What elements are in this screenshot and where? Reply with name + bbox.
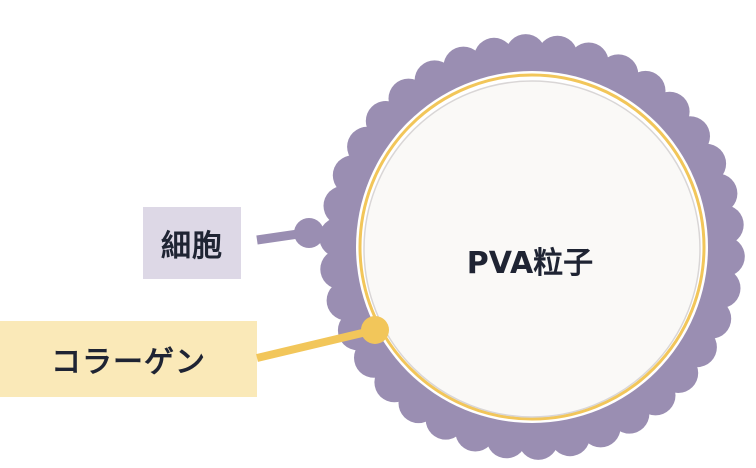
cell-label-background <box>143 207 241 279</box>
cell-label: 細胞 <box>161 229 223 264</box>
cell <box>550 416 590 457</box>
pva-particle <box>363 80 701 418</box>
cell <box>518 419 559 460</box>
cell <box>703 204 744 245</box>
collagen-layer <box>358 73 706 421</box>
cell-bumps <box>319 34 745 460</box>
collagen-leader-line <box>256 326 376 362</box>
cell <box>320 249 361 290</box>
collagen-pointer-dot <box>361 316 389 344</box>
pva-particle-label: PVA粒子 <box>466 246 594 281</box>
cell <box>700 268 741 309</box>
cell <box>474 37 514 78</box>
collagen-label: コラーゲン <box>51 345 206 380</box>
cell <box>704 236 745 277</box>
cell <box>319 217 360 258</box>
cell <box>537 35 578 76</box>
cell <box>486 418 527 459</box>
cell <box>505 34 546 75</box>
collagen-label-background <box>0 321 257 397</box>
cell <box>323 185 364 226</box>
cell <box>697 173 738 214</box>
cell <box>443 46 484 87</box>
cell <box>580 407 621 448</box>
cell <box>326 280 367 321</box>
cell-pointer-dot <box>294 218 324 248</box>
